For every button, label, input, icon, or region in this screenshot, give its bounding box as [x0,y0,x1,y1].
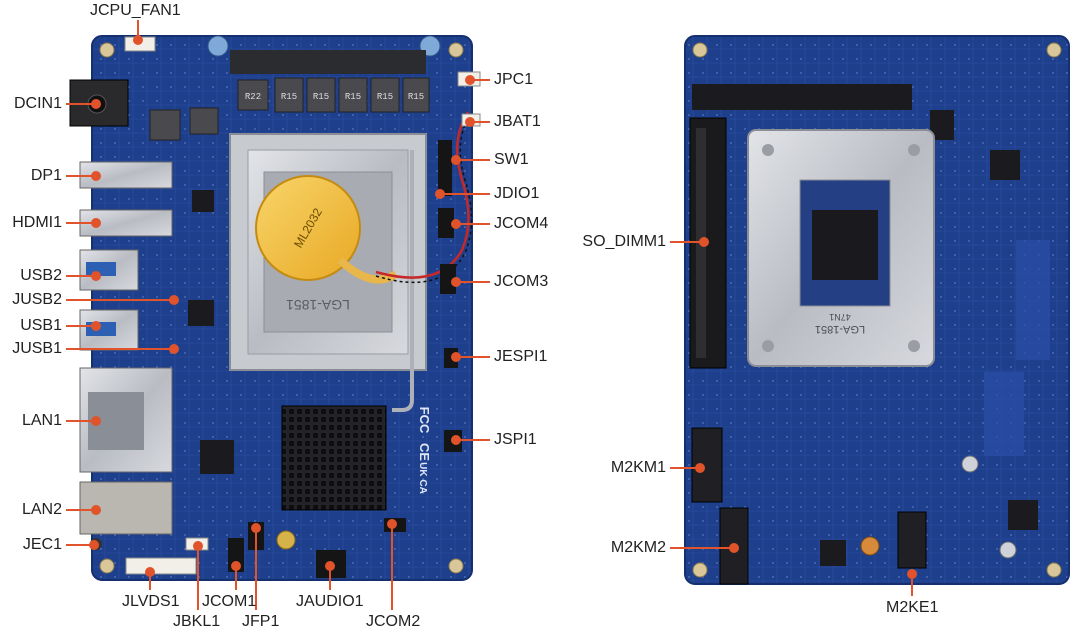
label-hdmi1: HDMI1 [12,214,62,231]
lvds-connector [125,557,197,575]
via-array [1016,240,1050,360]
inductor-label: R15 [377,92,393,102]
label-so-dimm1: SO_DIMM1 [582,233,666,250]
label-jec1: JEC1 [22,536,62,553]
label-dcin1: DCIN1 [13,95,62,112]
mount-hole [99,558,115,574]
label-lan2: LAN2 [21,501,62,518]
ic-chip [200,440,234,474]
label-jcom2: JCOM2 [366,613,421,630]
socket-label: LGA-1851 [286,297,350,313]
backplate-sublabel: 47N1 [829,312,851,322]
usb2-tongue [86,262,116,276]
inductor-label: R15 [345,92,361,102]
label-jusb1: JUSB1 [12,340,62,357]
standoff [999,541,1017,559]
label-jlvds1: JLVDS1 [122,593,180,610]
label-jusb2: JUSB2 [12,291,62,308]
ic-chip [192,190,214,212]
via-array [984,372,1024,456]
jcom3-header [440,264,456,294]
inductor-small [149,109,181,141]
inductor-label: R15 [408,92,424,102]
ic-chip [1008,500,1038,530]
label-jespi1: JESPI1 [494,348,548,365]
label-m2km1: M2KM1 [610,459,666,476]
label-jcom3: JCOM3 [494,273,549,290]
label-m2km2: M2KM2 [610,539,666,556]
jcom4-header [438,208,454,238]
mount-hole [1046,562,1062,578]
label-m2ke1: M2KE1 [886,599,939,616]
inductor-label: R15 [281,92,297,102]
coin-battery: ML2032 [255,175,399,284]
cpu-backplate: LGA-1851 47N1 [747,129,935,367]
back-board: LGA-1851 47N1 [684,35,1070,585]
leader-lines [66,20,917,610]
front-board: R15 R15 R15 R15 R15 R22 LG [69,35,481,581]
capacitor [207,35,229,57]
label-usb1: USB1 [20,317,62,334]
battery-cable [375,111,470,279]
label-jaudio1: JAUDIO1 [296,593,364,610]
label-jcpu-fan1: JCPU_FAN1 [90,2,181,19]
lan2-port [79,481,173,535]
backplate-label: LGA-1851 [815,323,865,335]
inductor-row: R15 R15 R15 R15 R15 R22 [230,50,430,113]
ic-chip [990,150,1020,180]
standoff [860,536,880,556]
jdio-header [438,140,452,196]
label-jcom4: JCOM4 [494,215,549,232]
cert-ukca: UK CA [417,462,428,494]
label-jdio1: JDIO1 [494,185,540,202]
mount-hole [448,558,464,574]
mount-hole [448,42,464,58]
inductor-small [189,107,219,135]
ic-chip [820,540,846,566]
cert-fcc: FCC [417,407,432,434]
standoff [276,530,296,550]
battery-cable-black [375,113,473,283]
cert-ce: CE [417,443,432,461]
ic-chip [188,300,214,326]
inductor-label: R15 [313,92,329,102]
standoff [961,455,979,473]
mosfet-row [692,84,912,110]
label-dp1: DP1 [30,167,62,184]
mount-hole [692,42,708,58]
label-jfp1: JFP1 [242,613,280,630]
heatsink [281,405,387,511]
label-jcom1: JCOM1 [202,593,257,610]
m2ke1-slot [897,511,927,569]
label-jpc1: JPC1 [494,71,534,88]
label-jbkl1: JBKL1 [173,613,221,630]
label-jspi1: JSPI1 [494,431,537,448]
inductor-label: R22 [245,92,261,102]
mount-hole [692,562,708,578]
usb1-tongue [86,322,116,336]
label-usb2: USB2 [20,267,62,284]
label-lan1: LAN1 [21,412,62,429]
mount-hole [1046,42,1062,58]
label-jbat1: JBAT1 [494,113,541,130]
label-sw1: SW1 [494,151,529,168]
mount-hole [99,42,115,58]
